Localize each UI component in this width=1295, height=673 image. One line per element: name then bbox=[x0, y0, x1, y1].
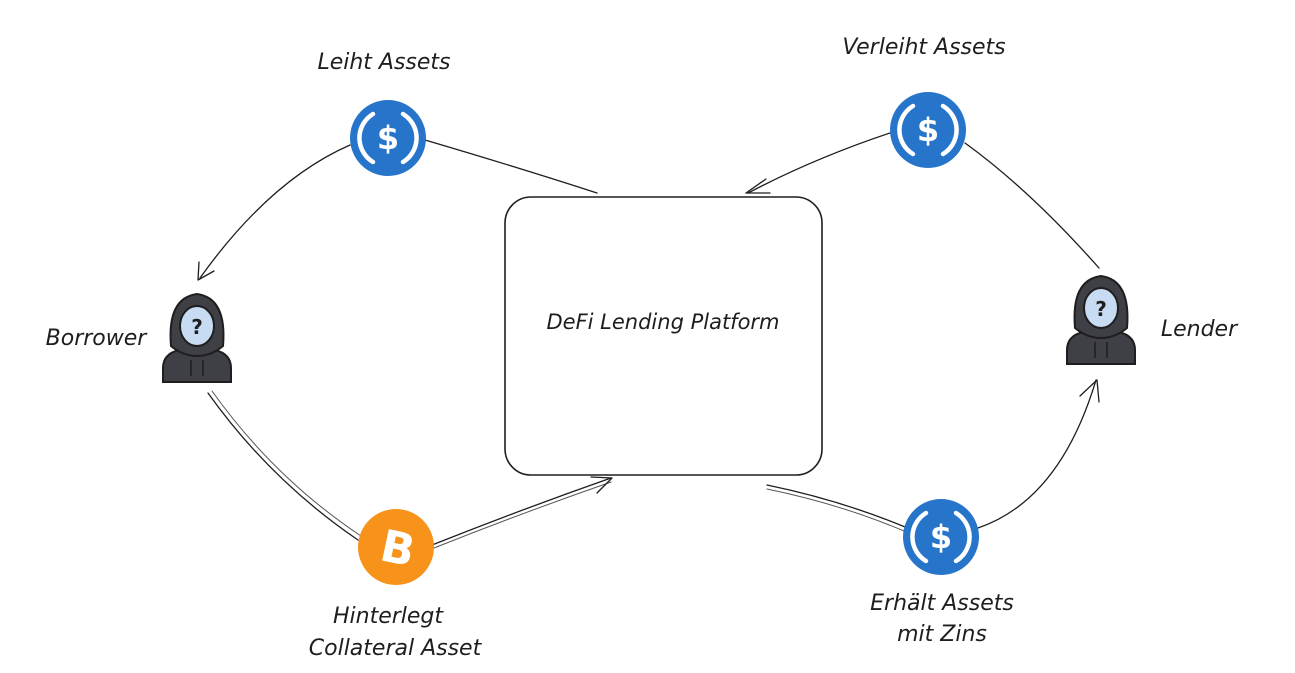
edge-borrow-coin-to-borrower bbox=[199, 144, 351, 279]
usdc-coin-icon bbox=[350, 100, 426, 176]
usdc-coin-icon bbox=[903, 499, 979, 575]
collateral-flow-label-line1: Hinterlegt bbox=[333, 604, 444, 629]
edge-return-coin-to-lender bbox=[977, 379, 1097, 529]
edge-platform-to-return-coin bbox=[766, 484, 906, 528]
edge-platform-to-borrow-coin bbox=[424, 139, 598, 194]
arrowhead-platform-top bbox=[745, 178, 771, 194]
platform-box bbox=[504, 196, 823, 476]
borrow-flow-label: Leiht Assets bbox=[317, 50, 450, 75]
lend-flow-label: Verleiht Assets bbox=[842, 35, 1005, 60]
edge-platform-to-return-coin-sketch bbox=[766, 488, 905, 532]
hooded-user-icon bbox=[162, 293, 232, 383]
edge-collateral-to-platform bbox=[431, 477, 612, 546]
edge-borrower-to-collateral bbox=[207, 392, 359, 541]
collateral-flow-label-line2: Collateral Asset bbox=[309, 636, 483, 661]
return-flow-label-line2: mit Zins bbox=[897, 622, 987, 647]
arrowhead-lender bbox=[1079, 379, 1100, 403]
arrowhead-platform-bottom bbox=[590, 476, 613, 494]
hooded-user-icon bbox=[1066, 275, 1136, 365]
return-flow-label-line1: Erhält Assets bbox=[870, 591, 1014, 616]
edge-lend-coin-to-platform bbox=[747, 132, 891, 194]
arrowhead-borrower bbox=[197, 261, 215, 281]
edge-collateral-to-platform-sketch bbox=[433, 481, 612, 549]
usdc-coin-icon bbox=[890, 92, 966, 168]
borrower-label: Borrower bbox=[46, 326, 149, 351]
edge-borrower-to-collateral-sketch bbox=[211, 390, 362, 537]
bitcoin-coin-icon bbox=[358, 509, 434, 585]
lender-label: Lender bbox=[1161, 317, 1239, 342]
edge-lender-to-lend-coin bbox=[964, 142, 1100, 269]
platform-label: DeFi Lending Platform bbox=[546, 310, 779, 334]
